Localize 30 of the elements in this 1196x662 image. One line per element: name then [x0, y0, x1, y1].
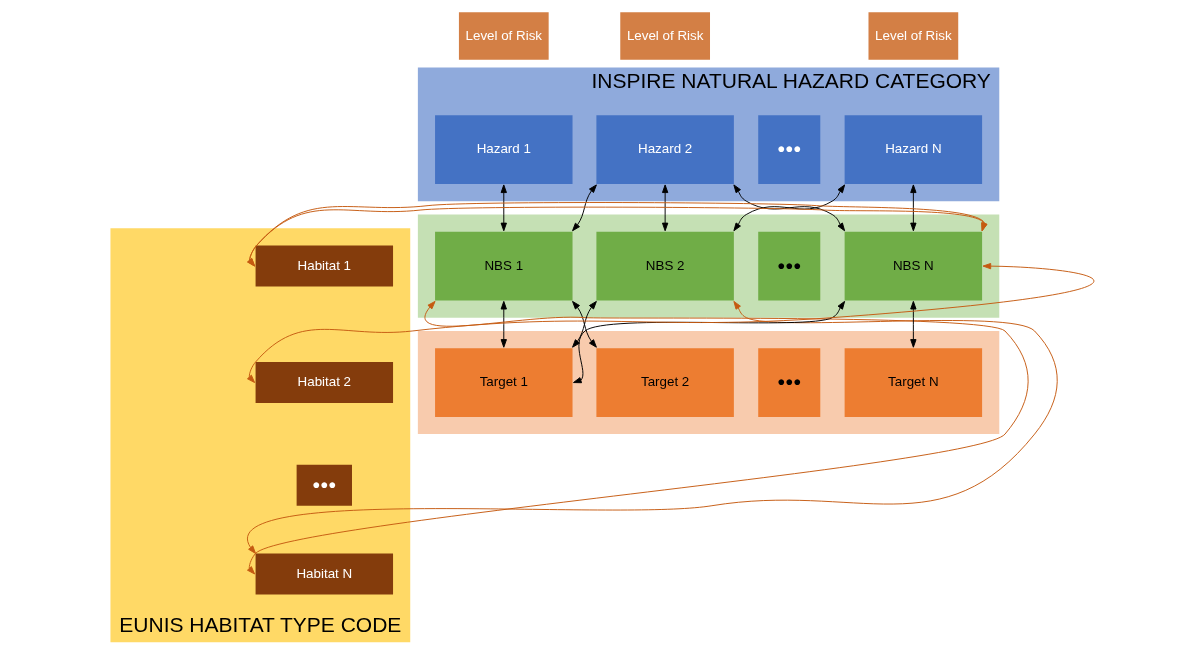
- arrow: [571, 184, 597, 232]
- cluster: [417, 331, 999, 435]
- node-box: ●●●: [757, 348, 820, 417]
- arrow: [909, 300, 916, 348]
- cluster: [417, 214, 999, 318]
- node-box: Target 1: [434, 348, 573, 417]
- node-box: ●●●: [296, 464, 352, 506]
- node-box: Habitat 2: [255, 362, 393, 404]
- node-box: Habitat 1: [255, 245, 393, 287]
- node-box: Hazard N: [844, 115, 982, 184]
- node-box: Habitat N: [255, 553, 393, 595]
- node-box: Hazard 2: [595, 115, 734, 184]
- node-box: NBS 2: [595, 231, 734, 301]
- arrow: [500, 184, 507, 232]
- node-box: NBS 1: [434, 231, 573, 301]
- node-box: Level of Risk: [619, 12, 710, 60]
- node-box: Target 2: [595, 348, 734, 417]
- node-box: ●●●: [757, 231, 820, 301]
- arrow: [909, 184, 916, 232]
- node-box: Level of Risk: [868, 12, 958, 60]
- arrow: [571, 300, 597, 348]
- node-box: Target N: [844, 348, 982, 417]
- arrow: [246, 262, 1094, 384]
- node-box: Level of Risk: [458, 12, 549, 60]
- arrow: [500, 300, 507, 348]
- arrow: [661, 184, 668, 232]
- arrow: [732, 184, 845, 232]
- node-box: Hazard 1: [434, 115, 573, 184]
- node-box: ●●●: [757, 115, 820, 184]
- node-box: NBS N: [844, 231, 982, 301]
